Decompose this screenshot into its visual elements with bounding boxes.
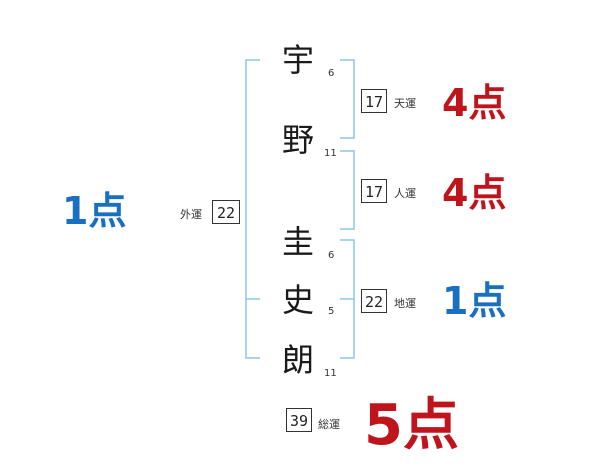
chikaku-value-box: 22 [361,289,387,313]
name-char-3: 圭 [281,223,314,261]
soukaku-score: 5点 [364,393,459,458]
soukaku-value-box: 39 [286,408,312,432]
gaikaku-score: 1点 [62,189,127,233]
gaikaku-label: 外運 [180,208,202,221]
gaikaku-value-box: 22 [212,200,240,224]
tenkaku-bracket [340,59,355,139]
tenkaku-label: 天運 [394,97,416,110]
jinkaku-bracket [340,150,355,230]
jinkaku-score: 4点 [442,171,507,215]
stroke-count-3: 6 [328,250,335,261]
name-char-1: 宇 [281,41,314,79]
tenkaku-value-box: 17 [361,89,387,113]
stroke-count-1: 6 [328,68,335,79]
outer-bracket [245,59,260,359]
chikaku-score: 1点 [442,279,507,323]
tenkaku-score: 4点 [442,81,507,125]
name-char-4: 史 [281,281,314,319]
jinkaku-label: 人運 [394,187,416,200]
name-char-5: 朗 [281,341,314,379]
soukaku-label: 総運 [318,418,340,431]
chikaku-label: 地運 [394,297,416,310]
name-char-2: 野 [281,121,314,159]
jinkaku-value-box: 17 [361,179,387,203]
stroke-count-4: 5 [328,306,335,317]
stroke-count-2: 11 [324,148,337,159]
stroke-count-5: 11 [324,368,337,379]
